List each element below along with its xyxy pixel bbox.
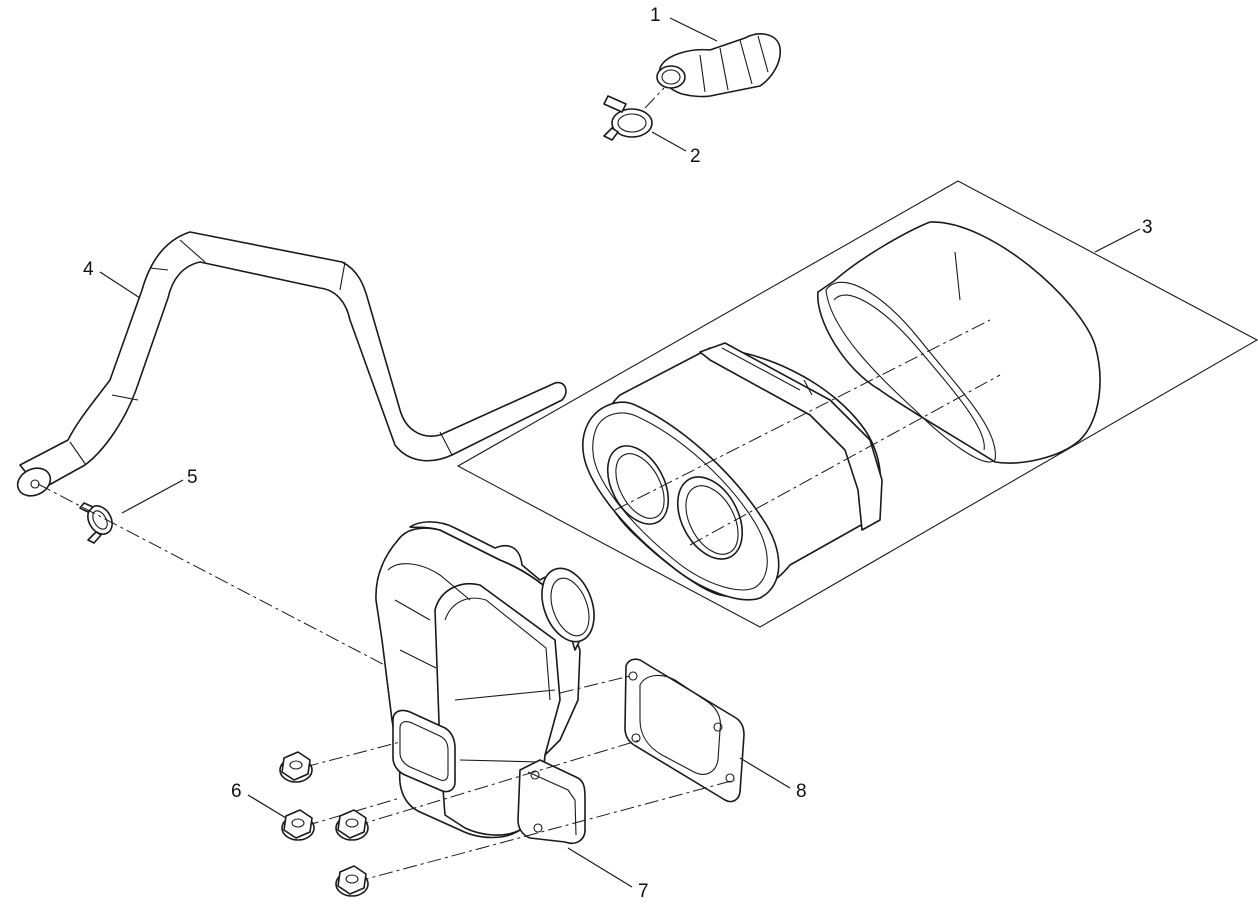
leader-8 xyxy=(739,757,791,789)
leader-1 xyxy=(669,17,718,42)
leader-7 xyxy=(567,847,633,888)
air-filter-housing xyxy=(375,521,595,845)
centerline-nut-1 xyxy=(304,741,401,768)
callout-5: 5 xyxy=(187,467,198,488)
centerline-tube xyxy=(37,483,399,673)
callout-8: 8 xyxy=(796,781,807,802)
centerline-nut-2 xyxy=(304,797,401,827)
part-6-flange-nut-b xyxy=(281,809,315,841)
callout-7: 7 xyxy=(638,881,649,902)
part-6-flange-nut-d xyxy=(335,865,369,897)
hose-end xyxy=(656,65,686,89)
part-3-filter-kit xyxy=(456,180,1258,628)
part-2-hose-clamp xyxy=(603,87,665,141)
filter-bore-left xyxy=(606,445,670,525)
leader-2 xyxy=(651,131,687,152)
part-6-flange-nut-c xyxy=(335,809,369,841)
housing-outlet-port xyxy=(392,709,456,793)
part-1-elbow-hose xyxy=(656,33,782,98)
tube-open-end xyxy=(16,467,52,497)
kit-boundary-plane xyxy=(456,180,1258,628)
centerline-nut-4 xyxy=(354,779,736,883)
leader-5 xyxy=(121,479,184,514)
part-4-breather-tube xyxy=(16,231,567,497)
callout-6: 6 xyxy=(231,781,242,802)
callout-3: 3 xyxy=(1142,217,1153,238)
housing-inlet xyxy=(541,567,595,643)
main-filter-element xyxy=(582,342,883,601)
mounting-flange xyxy=(517,759,586,845)
part-8-gasket xyxy=(624,658,745,803)
callout-1: 1 xyxy=(650,5,661,26)
leader-3 xyxy=(1094,228,1141,253)
pre-filter-sleeve xyxy=(817,221,1101,464)
part-6-flange-nut-a xyxy=(279,751,313,783)
leader-6 xyxy=(247,794,287,819)
callout-4: 4 xyxy=(83,259,94,280)
filter-bore-right xyxy=(676,476,744,560)
callout-2: 2 xyxy=(690,146,701,167)
leader-4 xyxy=(99,271,141,299)
clamp-ring xyxy=(611,108,653,138)
